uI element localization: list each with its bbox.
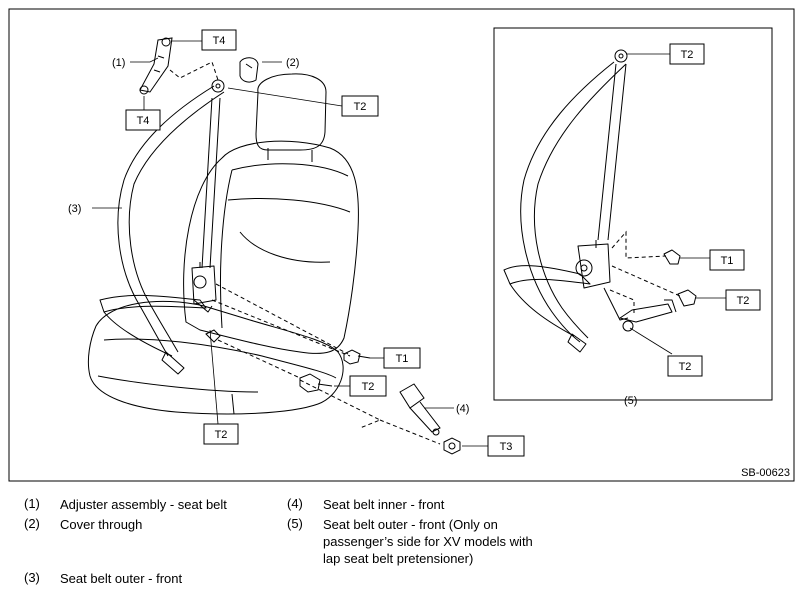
figure-code: SB-00623 <box>741 467 790 479</box>
torque-box-t2-inset-top: T2 <box>669 43 705 65</box>
legend: (1) Adjuster assembly - seat belt (2) Co… <box>0 494 804 596</box>
callout-5: (5) <box>624 395 637 407</box>
diagram-frame <box>8 8 795 482</box>
callout-4: (4) <box>456 403 469 415</box>
legend-item-1: (1) Adjuster assembly - seat belt <box>24 496 227 512</box>
svg-text:T4: T4 <box>213 35 226 47</box>
callout-3: (3) <box>68 203 81 215</box>
svg-text:T4: T4 <box>137 115 150 127</box>
legend-item-5: (5) Seat belt outer - front (Only on pas… <box>287 516 533 566</box>
bolts-main <box>205 329 461 455</box>
torque-box-t2-main: T2 <box>349 375 387 397</box>
legend-item-3: (3) Seat belt outer - front <box>24 570 183 586</box>
torque-box-t4-bottom: T4 <box>125 109 161 131</box>
torque-box-t4-top: T4 <box>201 29 237 51</box>
torque-box-t3: T3 <box>487 435 525 457</box>
svg-text:T2: T2 <box>362 381 375 393</box>
svg-text:T2: T2 <box>215 429 228 441</box>
seat-belt-inner <box>399 383 441 436</box>
torque-box-t1-main: T1 <box>383 347 421 369</box>
svg-text:T2: T2 <box>354 101 367 113</box>
dashed-leaders-main <box>169 61 441 445</box>
inset-leaders <box>626 53 730 355</box>
legend-item-4: (4) Seat belt inner - front <box>287 496 445 512</box>
svg-text:T1: T1 <box>721 255 734 267</box>
seat-belt-diagram: T4 T4 T2 T1 T2 T2 T3 T2 T1 T2 T2 (1) (2 <box>8 8 795 482</box>
torque-box-t2-inset-bottom: T2 <box>667 355 703 377</box>
inset-belt <box>503 49 697 353</box>
callout-1: (1) <box>112 57 125 69</box>
cover-through <box>239 57 259 83</box>
seat-belt-outer <box>99 79 225 375</box>
torque-box-t2-lower: T2 <box>203 423 239 445</box>
seat-drawing <box>87 73 359 415</box>
legend-item-2: (2) Cover through <box>24 516 143 532</box>
adjuster-assembly <box>139 37 173 95</box>
inset-dashed-leaders <box>609 230 681 316</box>
svg-text:T3: T3 <box>500 441 513 453</box>
torque-box-t1-inset: T1 <box>709 249 745 271</box>
svg-text:T2: T2 <box>681 49 694 61</box>
inset-frame <box>493 27 773 401</box>
svg-text:T1: T1 <box>396 353 409 365</box>
callout-2: (2) <box>286 57 299 69</box>
svg-text:T2: T2 <box>679 361 692 373</box>
torque-box-t2-inset-mid: T2 <box>725 289 761 311</box>
torque-box-t2-upper-anchor: T2 <box>341 95 379 117</box>
svg-text:T2: T2 <box>737 295 750 307</box>
leaders-main <box>92 40 488 447</box>
